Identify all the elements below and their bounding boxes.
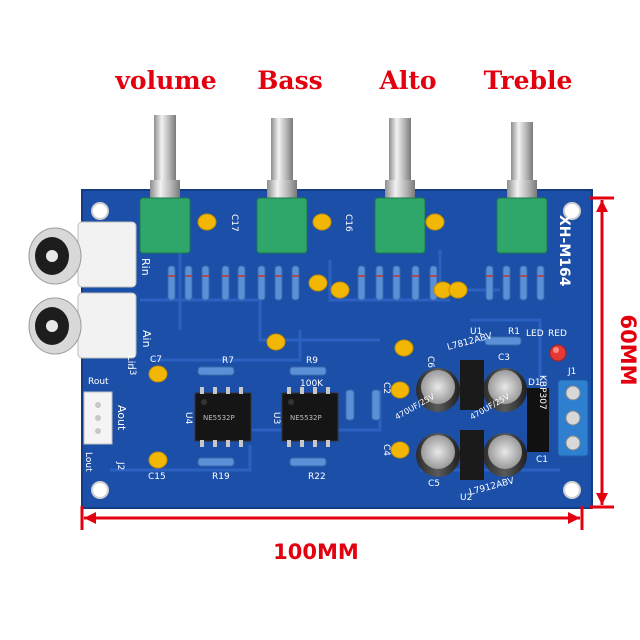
ic-u3-marking: NE5532P [290,414,322,422]
silk-model: XH-M164 [556,215,572,287]
width-dimension-label: 100MM [273,540,359,564]
width-dimension-line [80,506,584,530]
silk-ain: Ain [140,330,153,348]
silk-lout: Lout [83,452,93,472]
height-dimension-label: 60MM [616,314,640,386]
output-header-connector[interactable] [83,391,113,445]
resistors [167,265,545,467]
silk-c6: C6 [425,356,435,368]
silk-r9-value: 100K [300,379,324,389]
alto-label: Alto [379,66,437,95]
silk-u1: U1 [470,327,482,337]
volume-label: volume [115,66,217,95]
bass-potentiometer[interactable] [256,118,308,254]
silk-r1: R1 [508,327,520,337]
red-led [549,344,567,362]
silk-r22: R22 [308,472,326,482]
silk-led-color: RED [548,329,567,339]
silk-c15: C15 [148,472,166,482]
silk-c7: C7 [150,355,162,365]
silk-c4: C4 [381,444,391,456]
silk-rout: Rout [88,377,109,387]
voltage-regulators [460,360,484,480]
rca-jack-bottom[interactable] [28,292,137,359]
silk-rectifier: KBP307 [537,375,547,410]
silk-u3: U3 [271,412,281,424]
silk-j3: J3 [127,366,137,375]
silk-d1: D1 [528,378,541,388]
treble-potentiometer[interactable] [496,122,548,254]
silk-r7: R7 [222,356,234,366]
silk-r19: R19 [212,472,230,482]
ic-u4 [194,387,252,447]
silk-rin: Rin [139,258,152,276]
silk-led: LED [526,329,544,339]
silk-c1: C1 [536,455,548,465]
silk-j2: J2 [115,461,125,470]
ic-u3 [281,387,339,447]
bridge-rectifier [527,388,549,452]
treble-label: Treble [483,66,573,95]
ceramic-capacitors [148,213,468,469]
silk-u4: U4 [183,412,193,425]
silk-c17: C17 [229,214,239,232]
silk-c3: C3 [498,353,510,363]
silk-j1: J1 [567,367,576,377]
silk-u2: U2 [460,493,472,503]
silk-r9: R9 [306,356,318,366]
height-dimension-line [590,196,614,509]
mounting-holes [91,202,581,499]
ic-u4-marking: NE5532P [203,414,235,422]
power-terminal-block[interactable] [557,379,589,457]
silk-c16: C16 [343,214,353,232]
rca-jack-top[interactable] [28,221,137,288]
silk-aout: Aout [115,405,128,431]
ic-markings: NE5532P NE5532P [203,414,322,422]
bass-label: Bass [257,66,323,95]
silk-lin: Lin [125,355,136,370]
silk-c5: C5 [428,479,440,489]
silk-c2: C2 [381,382,391,394]
volume-potentiometer[interactable] [139,115,191,254]
electrolytic-capacitors [416,368,527,477]
alto-potentiometer[interactable] [374,118,426,254]
